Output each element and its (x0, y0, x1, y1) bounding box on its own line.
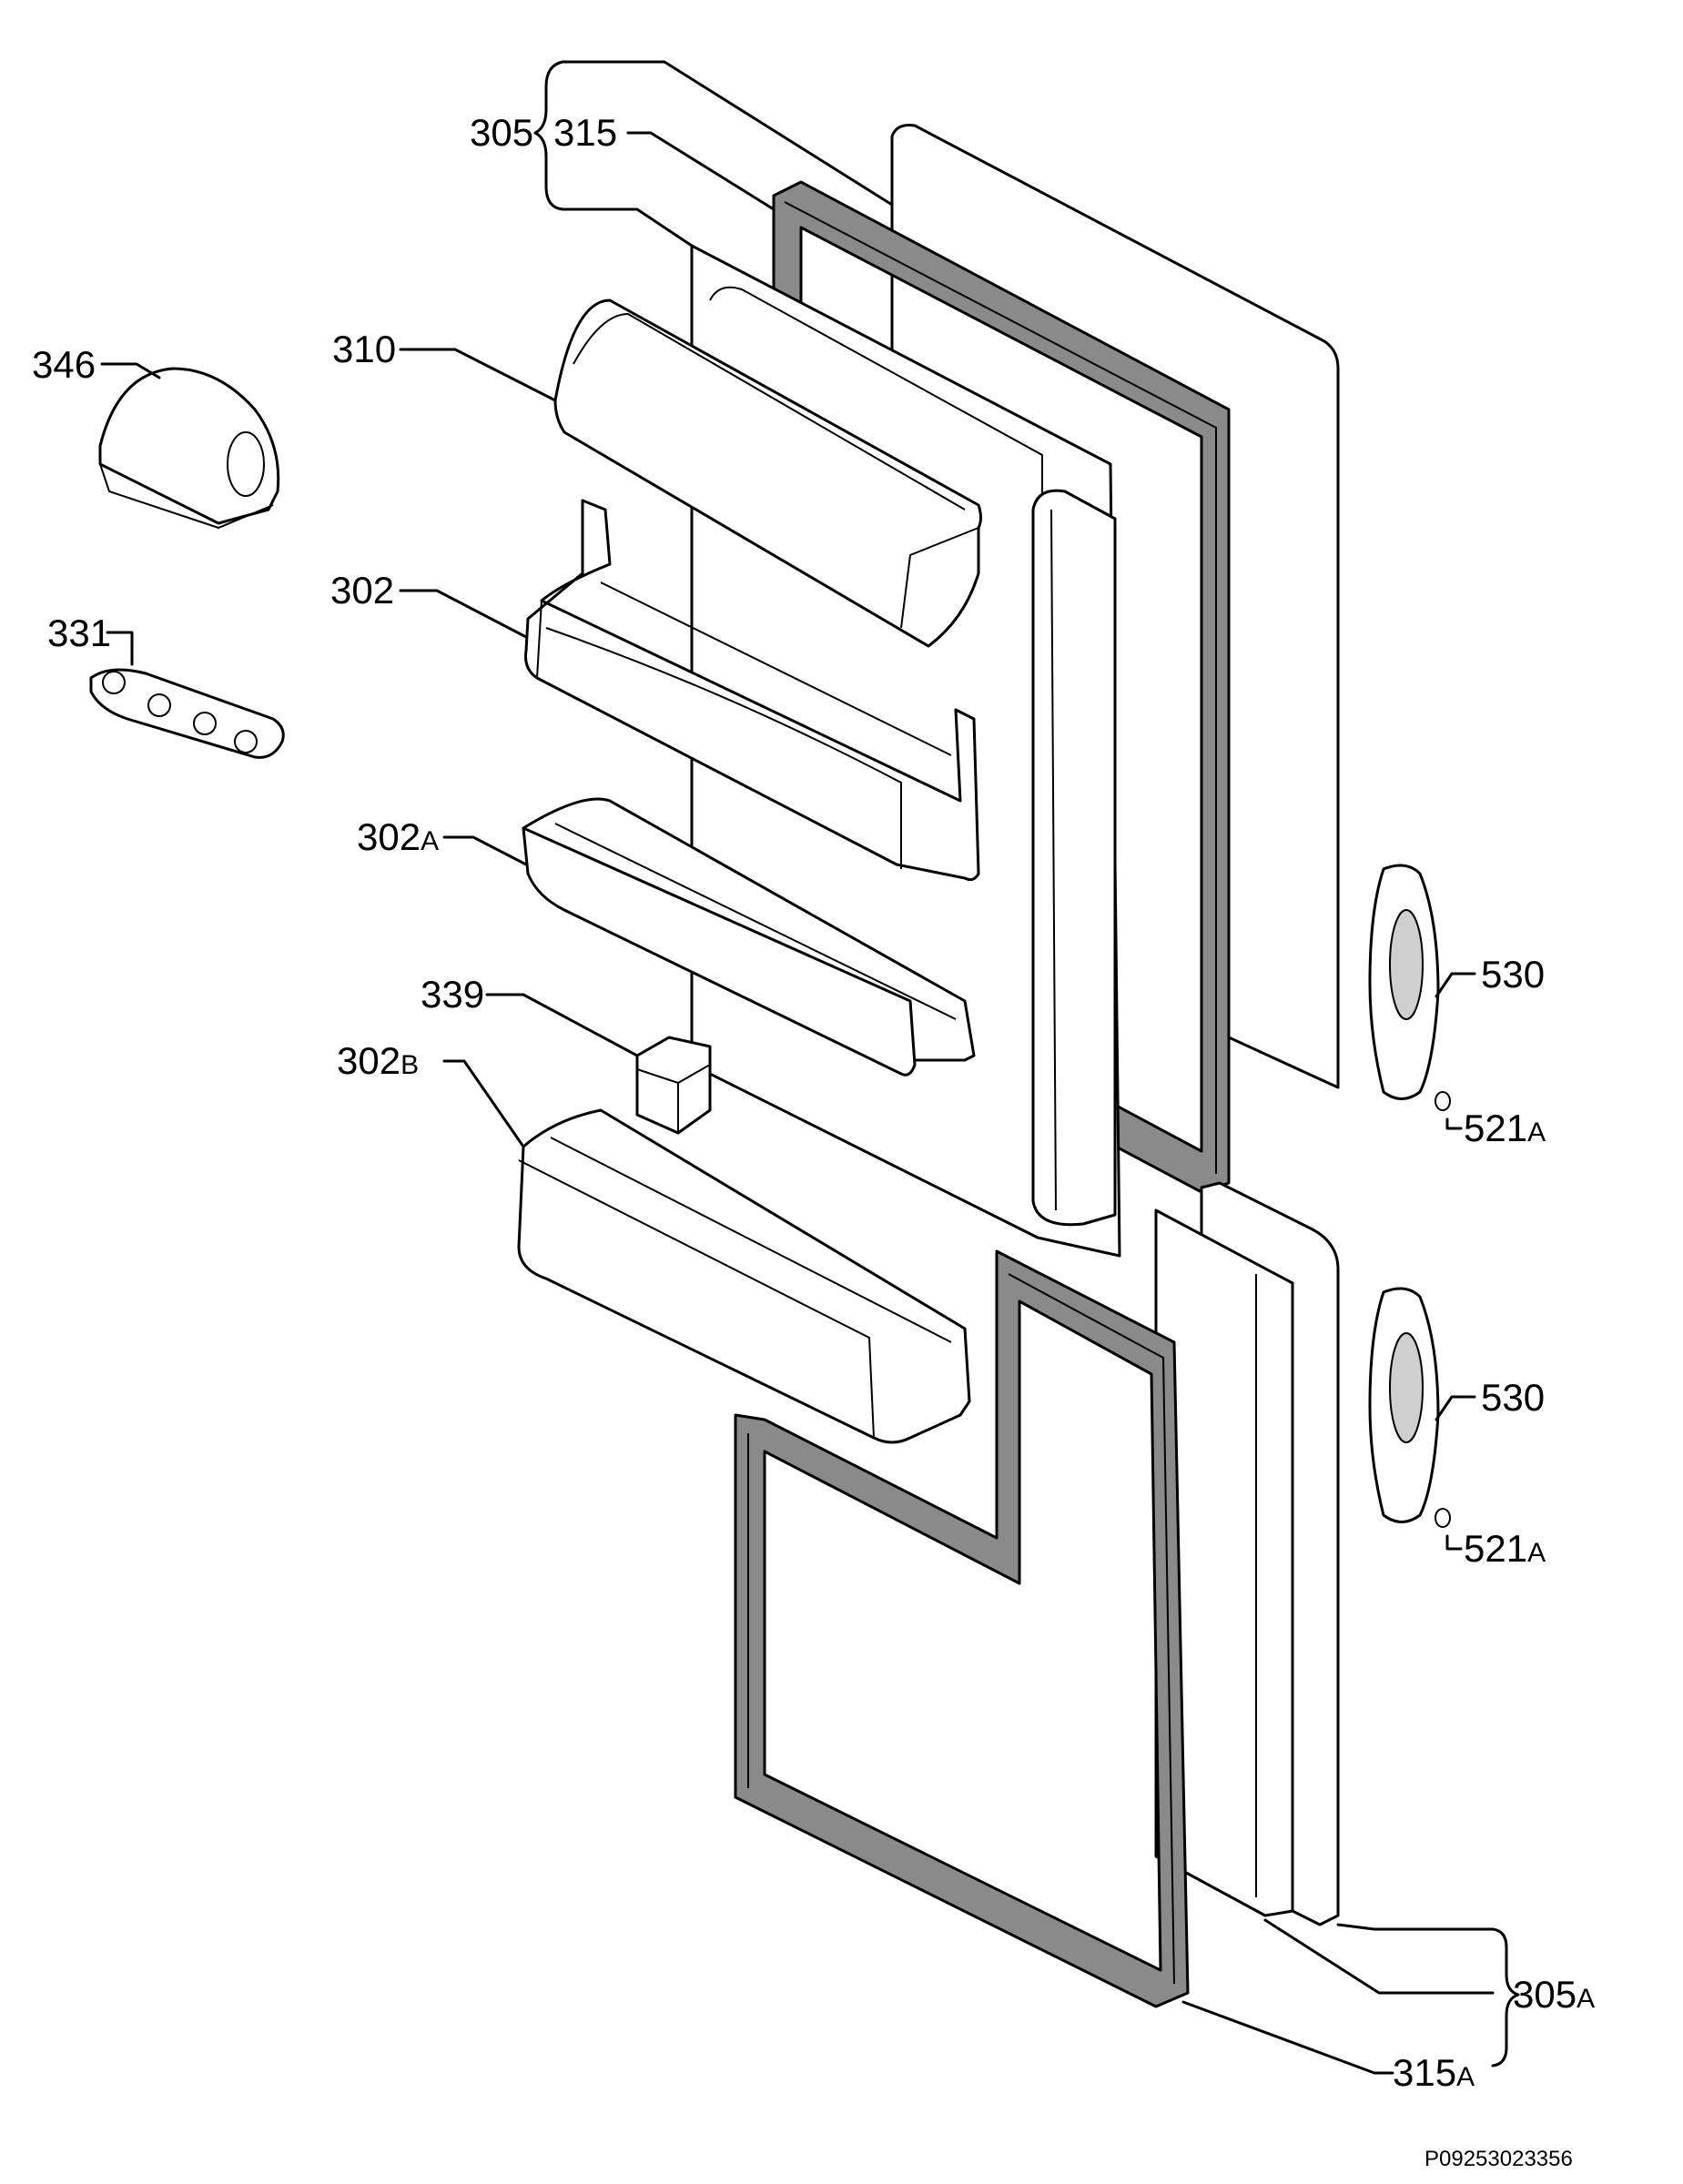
label-310: 310 (332, 328, 396, 370)
label-521A-lower: 521A (1464, 1527, 1546, 1570)
label-530-upper: 530 (1481, 953, 1545, 996)
label-302: 302 (330, 569, 394, 612)
label-346: 346 (32, 343, 96, 386)
part-521A-screw-upper (1435, 1091, 1451, 1111)
part-331-egg-tray (89, 668, 285, 759)
part-310-dairy-compartment (553, 298, 982, 648)
label-530-lower: 530 (1481, 1376, 1545, 1419)
leader-lines (100, 60, 1520, 2075)
label-305: 305 (470, 111, 533, 154)
part-530-handle-upper (1368, 864, 1440, 1100)
label-331: 331 (47, 612, 111, 654)
part-302A-door-balcony (522, 797, 976, 1077)
part-339-clip (635, 1036, 712, 1135)
label-521A-upper: 521A (1464, 1107, 1546, 1149)
label-302B: 302B (337, 1039, 419, 1082)
label-305A: 305A (1513, 1973, 1595, 2016)
label-339: 339 (421, 973, 484, 1016)
part-302-door-balcony (524, 499, 980, 882)
lower-door-gasket (734, 1249, 1190, 2008)
part-302B-door-balcony (517, 1108, 971, 1444)
label-315: 315 (553, 111, 617, 154)
lower-door-panel (1154, 1181, 1340, 1926)
label-315A: 315A (1393, 2051, 1475, 2094)
label-302A: 302A (357, 815, 439, 858)
upper-door-strip (1031, 489, 1117, 1227)
part-346-cover (98, 367, 280, 530)
drawing-code: P09253023356 (1424, 2147, 1573, 2171)
part-521A-screw-lower (1435, 1508, 1451, 1528)
callout-labels: 305 315 346 310 302 331 302A 339 302B 53… (32, 111, 1595, 2171)
part-530-handle-lower (1368, 1287, 1440, 1523)
